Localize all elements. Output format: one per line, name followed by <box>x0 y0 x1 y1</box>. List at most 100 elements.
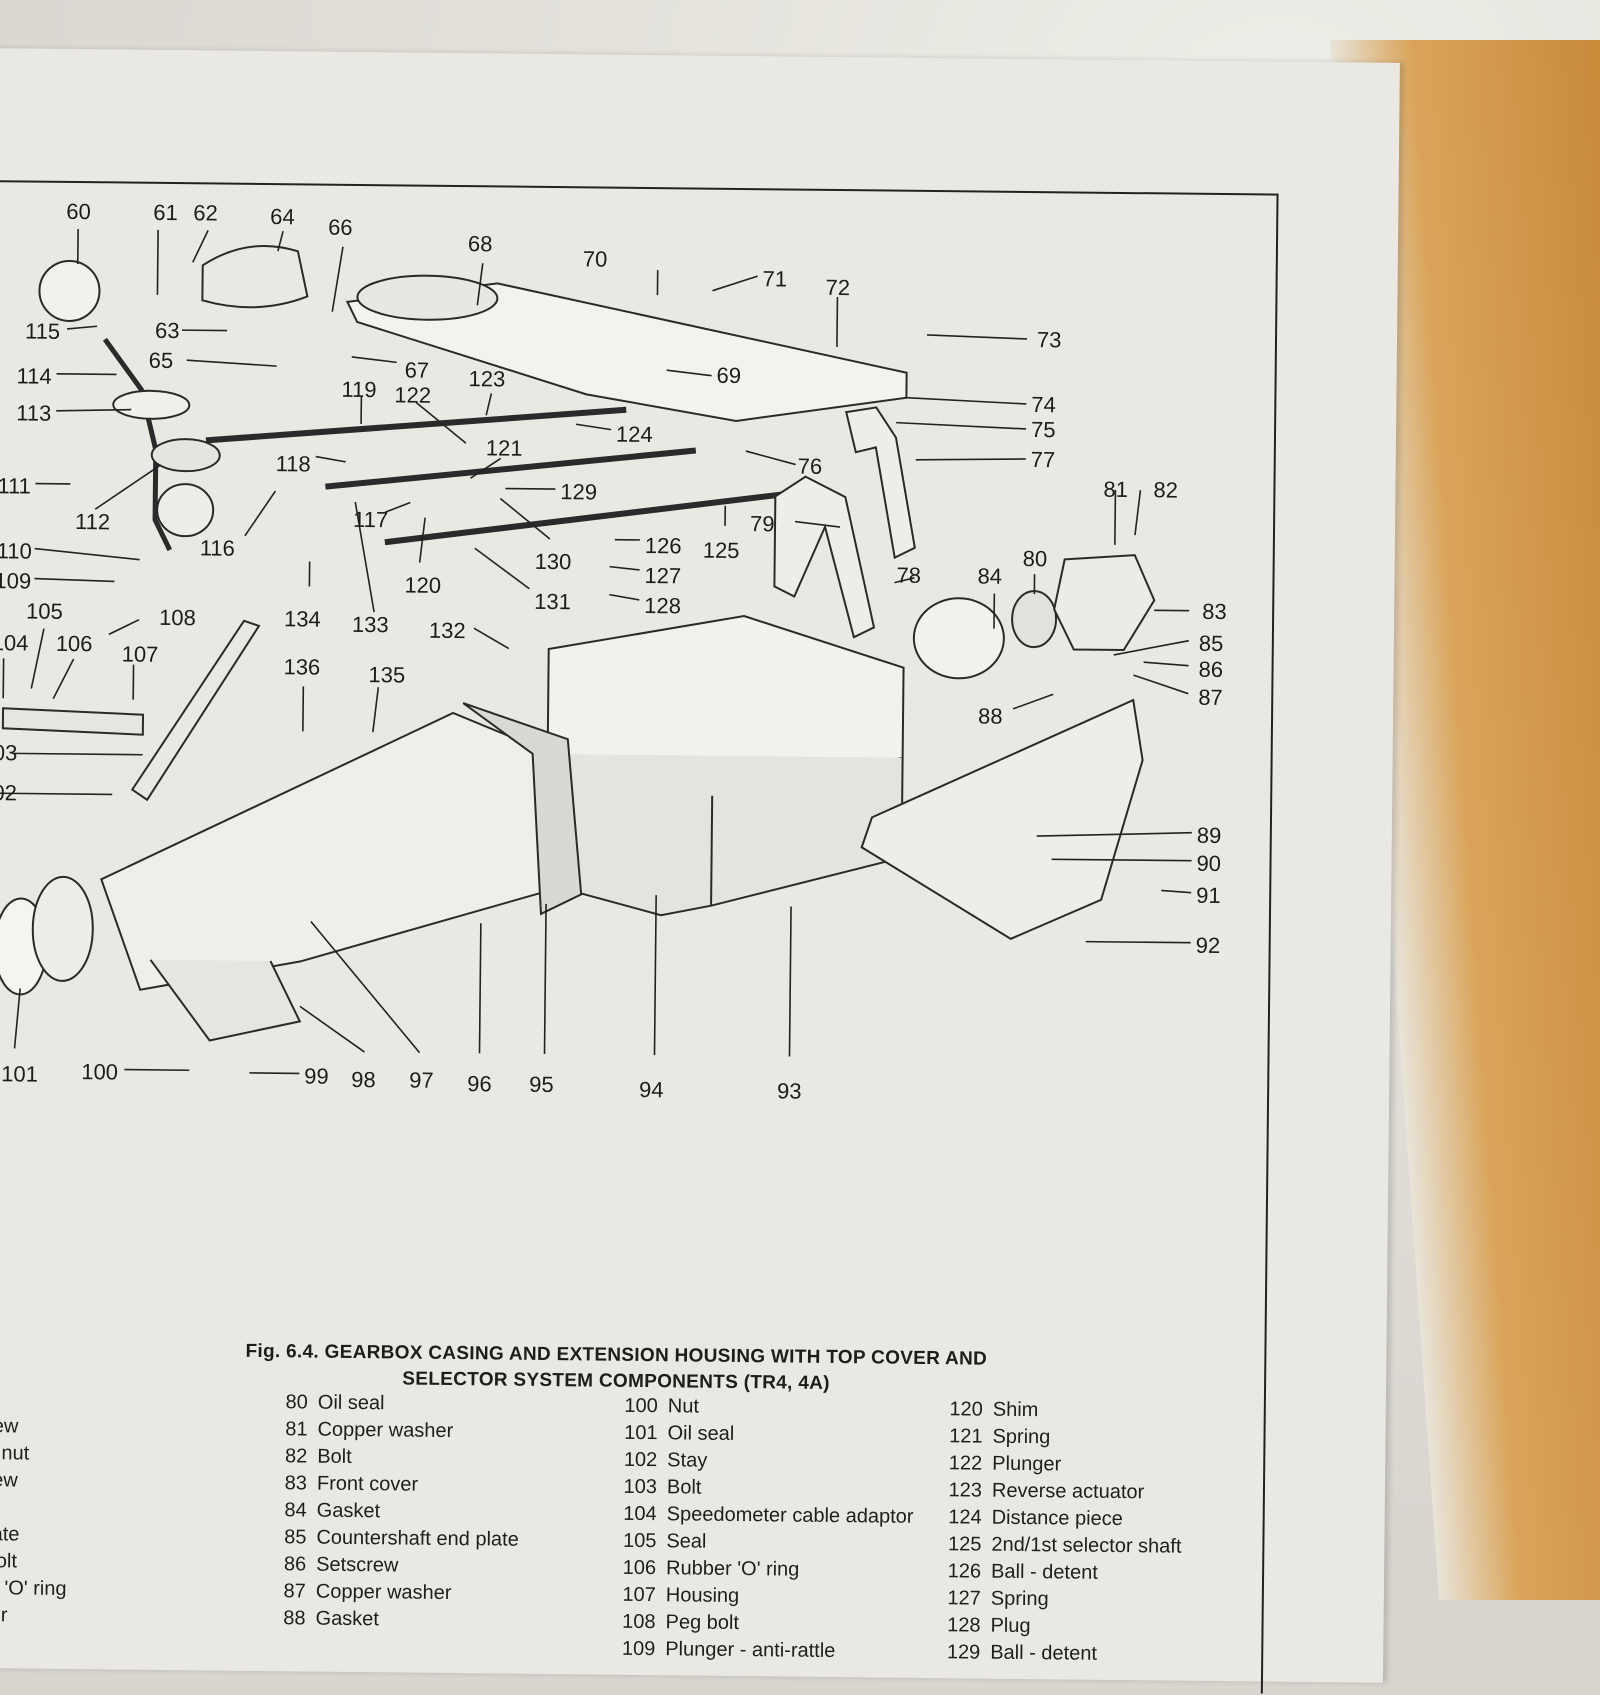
callout-109: 109 <box>0 568 31 593</box>
callout-77: 77 <box>1031 447 1056 472</box>
legend-label: Setscrew <box>316 1554 398 1577</box>
callout-72: 72 <box>825 275 850 300</box>
callout-68: 68 <box>468 231 493 256</box>
callout-119: 119 <box>341 377 376 402</box>
callout-80: 80 <box>1023 546 1048 571</box>
legend-number: 121 <box>940 1425 982 1448</box>
gearbox-casing-side <box>546 754 903 918</box>
legend-number: 125 <box>939 1533 981 1556</box>
callout-112: 112 <box>75 509 110 534</box>
exploded-diagram: 60 61 62 64 66 68 70 71 72 73 115 63 65 … <box>0 188 1298 1302</box>
legend-number: 80 <box>266 1391 308 1414</box>
legend-number: 108 <box>613 1611 655 1634</box>
legend-number: 123 <box>940 1479 982 1502</box>
legend-label: Oil seal <box>318 1392 385 1415</box>
callout-86: 86 <box>1198 657 1223 682</box>
legend-number: 124 <box>940 1506 982 1529</box>
callout-76: 76 <box>798 454 823 479</box>
callout-91: 91 <box>1196 883 1221 908</box>
callout-71: 71 <box>762 266 787 291</box>
callout-105: 105 <box>26 599 63 624</box>
callout-79: 79 <box>750 511 775 536</box>
callout-127: 127 <box>644 563 681 588</box>
callout-88: 88 <box>978 703 1003 728</box>
legend-number: 127 <box>939 1587 981 1610</box>
legend-label: Plug <box>990 1615 1030 1637</box>
legend-label: Gasket <box>317 1500 381 1523</box>
legend-item: 103 Bolt <box>615 1476 914 1506</box>
oil-seal-shape <box>1012 591 1057 647</box>
callout-111: 111 <box>0 473 31 498</box>
legend-item: 106 Rubber 'O' ring <box>614 1557 913 1587</box>
callout-120: 120 <box>404 572 441 597</box>
legend-item: 127 Spring <box>939 1587 1181 1617</box>
callout-101: 101 <box>1 1061 38 1086</box>
legend-number: 120 <box>941 1398 983 1421</box>
legend-item: yloc nut <box>0 1442 68 1470</box>
legend-number: 85 <box>264 1526 306 1549</box>
legend-number: 106 <box>614 1557 656 1580</box>
legend-number: 109 <box>613 1638 655 1661</box>
callout-102: 102 <box>0 780 17 805</box>
legend-number: 107 <box>614 1584 656 1607</box>
callout-117: 117 <box>353 507 388 532</box>
legend-item: 80 Oil seal <box>266 1391 521 1421</box>
legend-number: 103 <box>615 1476 657 1499</box>
legend-number: 81 <box>265 1418 307 1441</box>
callout-123: 123 <box>468 366 505 391</box>
callout-114: 114 <box>16 363 51 388</box>
legend-number: 126 <box>939 1560 981 1583</box>
callout-131: 131 <box>534 589 571 614</box>
legend-item: p <box>0 1496 68 1524</box>
callout-94: 94 <box>639 1077 664 1102</box>
callout-128: 128 <box>644 593 681 618</box>
callout-103: 103 <box>0 740 17 765</box>
legend-label: Gasket <box>315 1608 379 1631</box>
callout-70: 70 <box>583 246 608 271</box>
manual-page: 60 61 62 64 66 68 70 71 72 73 115 63 65 … <box>0 48 1400 1683</box>
legend-number: 129 <box>938 1641 980 1664</box>
callout-116: 116 <box>200 535 235 560</box>
legend-label: Spring <box>991 1588 1049 1611</box>
callout-90: 90 <box>1196 851 1221 876</box>
callout-84: 84 <box>977 563 1002 588</box>
callout-135: 135 <box>368 662 405 687</box>
legend-item: d plate <box>0 1523 67 1551</box>
legend-label: Bolt <box>667 1476 702 1498</box>
legend-label: Plunger - anti-rattle <box>665 1638 835 1662</box>
legend-label: Plunger <box>992 1453 1061 1476</box>
legend-label: Oil seal <box>667 1422 734 1445</box>
dome-cover-shape <box>202 245 308 308</box>
callout-97: 97 <box>409 1068 434 1093</box>
legend-item: tscrew <box>0 1469 68 1497</box>
callout-69: 69 <box>716 363 741 388</box>
legend-label: Rubber 'O' ring <box>666 1557 799 1580</box>
callout-133: 133 <box>352 612 389 637</box>
callout-74: 74 <box>1031 392 1056 417</box>
callout-124: 124 <box>616 422 653 447</box>
selector-fork-1 <box>774 476 876 637</box>
callout-73: 73 <box>1037 327 1062 352</box>
callout-64: 64 <box>270 204 295 229</box>
callout-95: 95 <box>529 1072 554 1097</box>
legend-label: Seal <box>666 1530 706 1552</box>
callout-65: 65 <box>149 348 174 373</box>
callout-100: 100 <box>81 1059 118 1084</box>
callout-136: 136 <box>283 654 320 679</box>
callout-126: 126 <box>645 533 682 558</box>
